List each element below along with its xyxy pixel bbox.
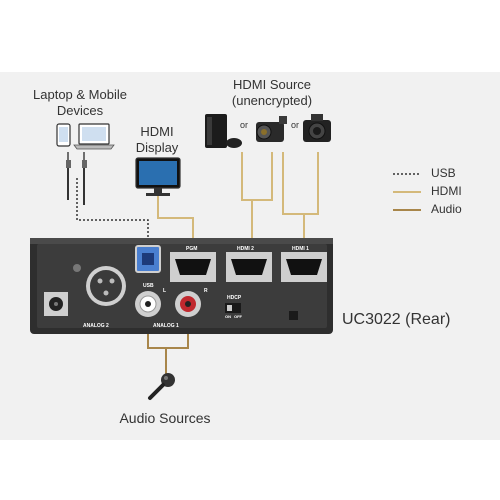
audio-sources-label: Audio Sources <box>119 410 211 426</box>
hdmi-source-label-line2: (unencrypted) <box>231 92 313 108</box>
hdmi-source-label-line1: HDMI Source <box>232 77 312 92</box>
hdmi-display-label-line1: HDMI <box>140 124 174 139</box>
hdmi-1-label: HDMI 1 <box>292 246 309 252</box>
usb-port <box>135 245 161 273</box>
phone-icon <box>56 123 71 147</box>
jack-r-label: R <box>204 288 208 294</box>
legend-hdmi-label: HDMI <box>431 184 462 198</box>
hdmi-display-label-line2: Display <box>135 139 179 155</box>
usb-port-label: USB <box>143 283 154 289</box>
hdcp-label: HDCP <box>227 295 242 301</box>
or-label-1: or <box>240 120 249 130</box>
camera-icon <box>303 114 331 142</box>
device-title: UC3022 (Rear) <box>342 311 451 328</box>
hdmi-1-port <box>281 252 327 282</box>
hdcp-on-label: ON <box>225 314 231 319</box>
or-label-2: or <box>291 120 300 130</box>
rca-jack-right <box>175 291 201 317</box>
laptop-devices-label-line2: Devices <box>56 102 104 118</box>
analog-2-label: ANALOG 2 <box>83 323 109 329</box>
usb-cable-line <box>76 178 149 250</box>
game-console-icon <box>205 114 242 148</box>
xlr-port <box>86 266 126 306</box>
hdmi-display-label: HDMI Display <box>122 124 192 155</box>
laptop-icon <box>73 123 115 150</box>
monitor-icon <box>135 157 181 196</box>
power-jack <box>44 292 68 316</box>
laptop-devices-label-line1: Laptop & Mobile <box>33 87 127 102</box>
hdmi-2-port <box>226 252 272 282</box>
rca-jack-left <box>135 291 161 317</box>
analog-1-label: ANALOG 1 <box>153 323 179 329</box>
hdmi-source-label: HDMI Source (unencrypted) <box>212 77 332 108</box>
laptop-devices-label: Laptop & Mobile Devices <box>20 87 140 118</box>
hdmi-2-label: HDMI 2 <box>237 246 254 252</box>
microphone-icon <box>148 368 175 400</box>
hdmi-source-cable-1 <box>282 152 319 250</box>
legend-usb-label: USB <box>431 166 456 180</box>
hdmi-out-port <box>170 252 216 282</box>
usb-cable-icon <box>66 152 87 205</box>
hdcp-switch <box>225 303 241 313</box>
legend-audio-label: Audio <box>431 202 462 216</box>
hdmi-display-cable <box>157 196 194 250</box>
hdmi-out-label: PGM <box>186 246 197 252</box>
hdcp-off-label: OFF <box>234 314 243 319</box>
camcorder-icon <box>256 116 287 142</box>
screw-icon <box>73 264 81 272</box>
kensington-lock <box>289 311 298 320</box>
jack-l-label: L <box>163 288 166 294</box>
hdmi-source-cable-2 <box>241 152 273 250</box>
